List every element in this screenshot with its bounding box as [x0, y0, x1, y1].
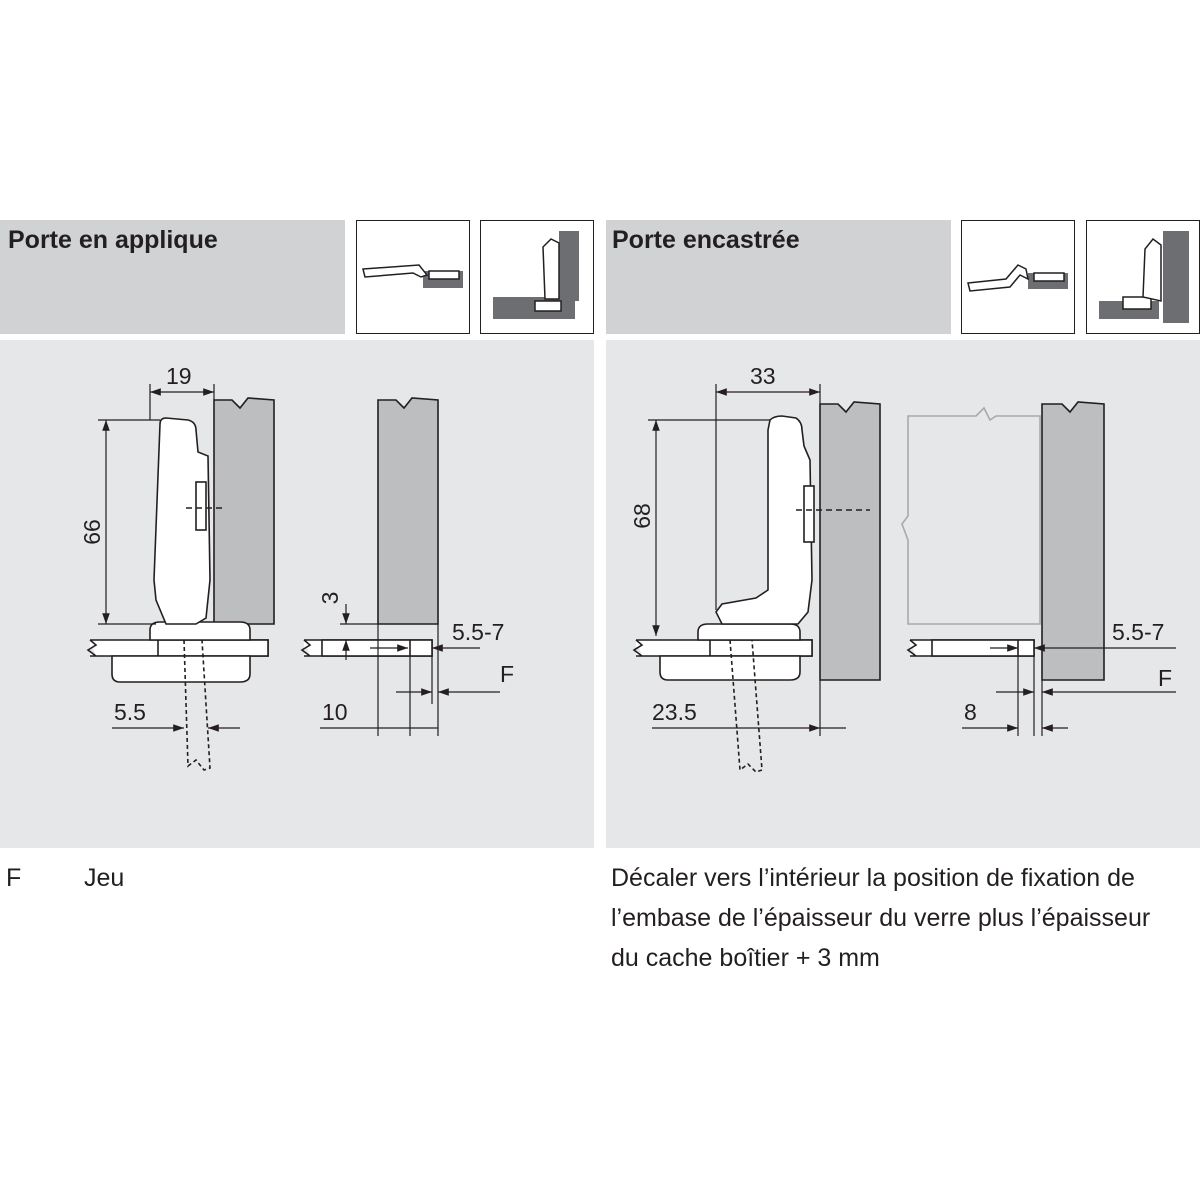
- legend-note: Décaler vers l’intérieur la position de …: [611, 858, 1150, 978]
- legend-note-line: du cache boîtier + 3 mm: [611, 944, 880, 972]
- thumbnail-hinge-open-encastree: [961, 220, 1075, 334]
- dim-range-left: 5.5-7: [452, 619, 504, 645]
- dim-width-right: 33: [750, 363, 776, 389]
- dim-gap-right: F: [1158, 665, 1172, 691]
- hinge-closed-icon: [1099, 231, 1189, 323]
- encastree-hinge-diagram: [632, 401, 881, 773]
- applique-door-detail: [300, 397, 439, 657]
- door-panel: [213, 397, 275, 625]
- header-bar-encastree: [606, 220, 951, 334]
- dim-screw-offset-right: 23.5: [652, 699, 697, 725]
- header-bar-applique: [0, 220, 345, 334]
- mounting-plate: [149, 621, 251, 641]
- screw: [729, 639, 763, 773]
- dim-range-right: 5.5-7: [1112, 619, 1164, 645]
- legend-symbol: F: [6, 864, 22, 892]
- thumbnail-hinge-open-applique: [356, 220, 470, 334]
- section-title-encastree: Porte encastrée: [612, 226, 800, 254]
- door-panel: [819, 401, 881, 681]
- dim-height-right: 68: [629, 503, 655, 529]
- screw: [183, 639, 211, 771]
- diagram-panel-applique: [0, 340, 594, 848]
- hinge-arm: [715, 415, 813, 625]
- legend-note-line: Décaler vers l’intérieur la position de …: [611, 864, 1135, 892]
- legend-label: Jeu: [84, 864, 125, 892]
- legend-note-line: l’embase de l’épaisseur du verre plus l’…: [611, 904, 1151, 932]
- dim-width-left: 19: [166, 363, 192, 389]
- mounting-plate: [697, 623, 801, 641]
- applique-hinge-diagram: [86, 397, 275, 771]
- section-title-applique: Porte en applique: [8, 226, 218, 254]
- hinge-arm: [153, 417, 211, 625]
- dim-gap-left: F: [500, 661, 514, 687]
- hinge-open-icon: [362, 264, 463, 288]
- dim-height-left: 66: [79, 519, 105, 545]
- hinge-open-icon: [967, 264, 1068, 292]
- dim-screw-offset-left: 5.5: [114, 699, 146, 725]
- dim-door-offset-right: 8: [964, 699, 977, 725]
- hinge-closed-icon: [493, 231, 579, 319]
- thumbnail-hinge-closed-applique: [480, 220, 594, 334]
- encastree-door-detail: [901, 401, 1105, 681]
- dim-plate-offset-left: 3: [317, 592, 343, 605]
- dim-door-offset-left: 10: [322, 699, 348, 725]
